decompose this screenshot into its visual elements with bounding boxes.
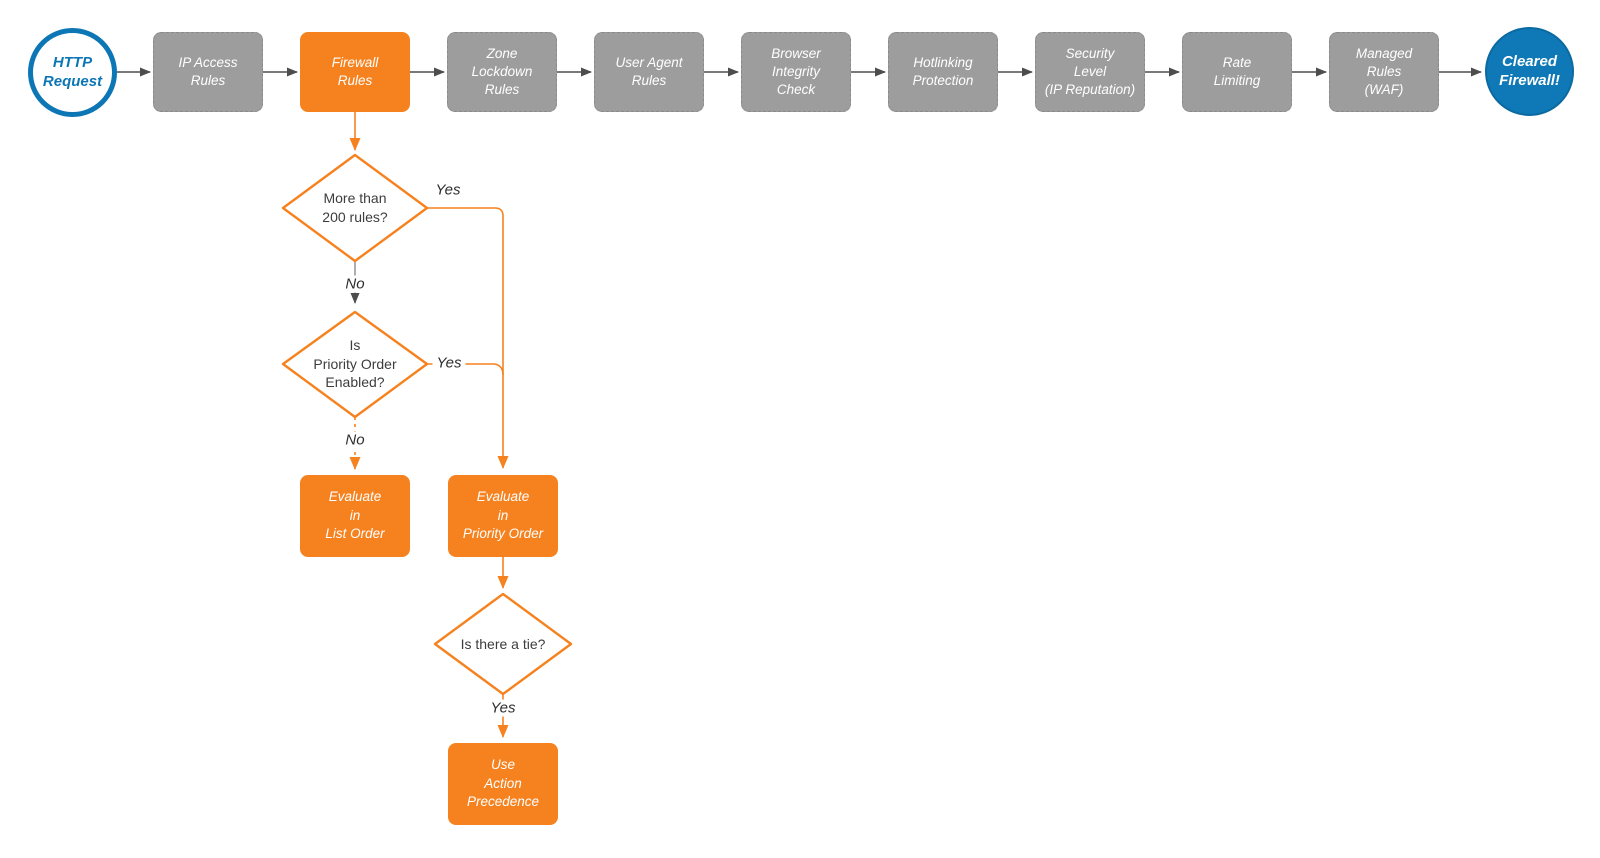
action-evaluate-list-order: Evaluate in List Order bbox=[300, 475, 410, 557]
edge-label-yes-decision3: Yes bbox=[486, 699, 520, 717]
arrow-decision1-yes-to-priority-order bbox=[427, 207, 509, 469]
stage-firewall-rules: Firewall Rules bbox=[300, 32, 410, 112]
action-label: Evaluate in Priority Order bbox=[462, 488, 544, 542]
action-use-action-precedence: Use Action Precedence bbox=[448, 743, 558, 825]
stage-user-agent-rules: User Agent Rules bbox=[594, 32, 704, 112]
edge-label-no-decision2: No bbox=[341, 431, 369, 449]
arrow-decision2-yes-join bbox=[427, 363, 504, 376]
stage-managed-rules-waf: Managed Rules (WAF) bbox=[1329, 32, 1439, 112]
edge-label-yes-decision1: Yes bbox=[435, 181, 461, 199]
stage-label: Firewall Rules bbox=[331, 55, 379, 88]
stage-ip-access-rules: IP Access Rules bbox=[153, 32, 263, 112]
decision-more-than-200-rules: More than 200 rules? bbox=[283, 170, 427, 246]
stage-label: Browser Integrity Check bbox=[771, 46, 821, 97]
stage-security-level-ip-reputation: Security Level (IP Reputation) bbox=[1035, 32, 1145, 112]
stage-label: IP Access Rules bbox=[178, 55, 238, 88]
stage-label: User Agent Rules bbox=[615, 55, 683, 88]
decision-label: More than 200 rules? bbox=[322, 190, 388, 225]
stage-hotlinking-protection: Hotlinking Protection bbox=[888, 32, 998, 112]
decision-diamond-priority-order-enabled bbox=[281, 310, 429, 419]
decision-diamond-is-there-a-tie bbox=[433, 592, 573, 696]
end-node-label: Cleared Firewall! bbox=[1499, 52, 1560, 89]
stage-label: Security Level (IP Reputation) bbox=[1044, 46, 1136, 97]
action-label: Evaluate in List Order bbox=[325, 488, 385, 542]
decision-priority-order-enabled: Is Priority Order Enabled? bbox=[283, 326, 427, 402]
start-node-http-request: HTTP Request bbox=[28, 28, 117, 117]
stage-rate-limiting: Rate Limiting bbox=[1182, 32, 1292, 112]
stage-label: Rate Limiting bbox=[1213, 55, 1261, 88]
stage-label: Managed Rules (WAF) bbox=[1355, 46, 1413, 97]
decision-diamond-more-than-200-rules bbox=[281, 153, 429, 263]
edge-label-yes-decision2: Yes bbox=[432, 354, 466, 372]
start-node-label: HTTP Request bbox=[42, 53, 103, 90]
action-label: Use Action Precedence bbox=[466, 756, 540, 810]
action-evaluate-priority-order: Evaluate in Priority Order bbox=[448, 475, 558, 557]
decision-diamonds bbox=[281, 153, 573, 696]
edge-label-no-decision1: No bbox=[341, 275, 369, 293]
stage-zone-lockdown-rules: Zone Lockdown Rules bbox=[447, 32, 557, 112]
stage-label: Hotlinking Protection bbox=[912, 55, 974, 88]
stage-label: Zone Lockdown Rules bbox=[471, 46, 533, 97]
decision-label: Is Priority Order Enabled? bbox=[313, 336, 397, 391]
end-node-cleared-firewall: Cleared Firewall! bbox=[1485, 27, 1574, 116]
decision-is-there-a-tie: Is there a tie? bbox=[433, 624, 573, 664]
stage-browser-integrity-check: Browser Integrity Check bbox=[741, 32, 851, 112]
decision-label: Is there a tie? bbox=[460, 635, 546, 652]
